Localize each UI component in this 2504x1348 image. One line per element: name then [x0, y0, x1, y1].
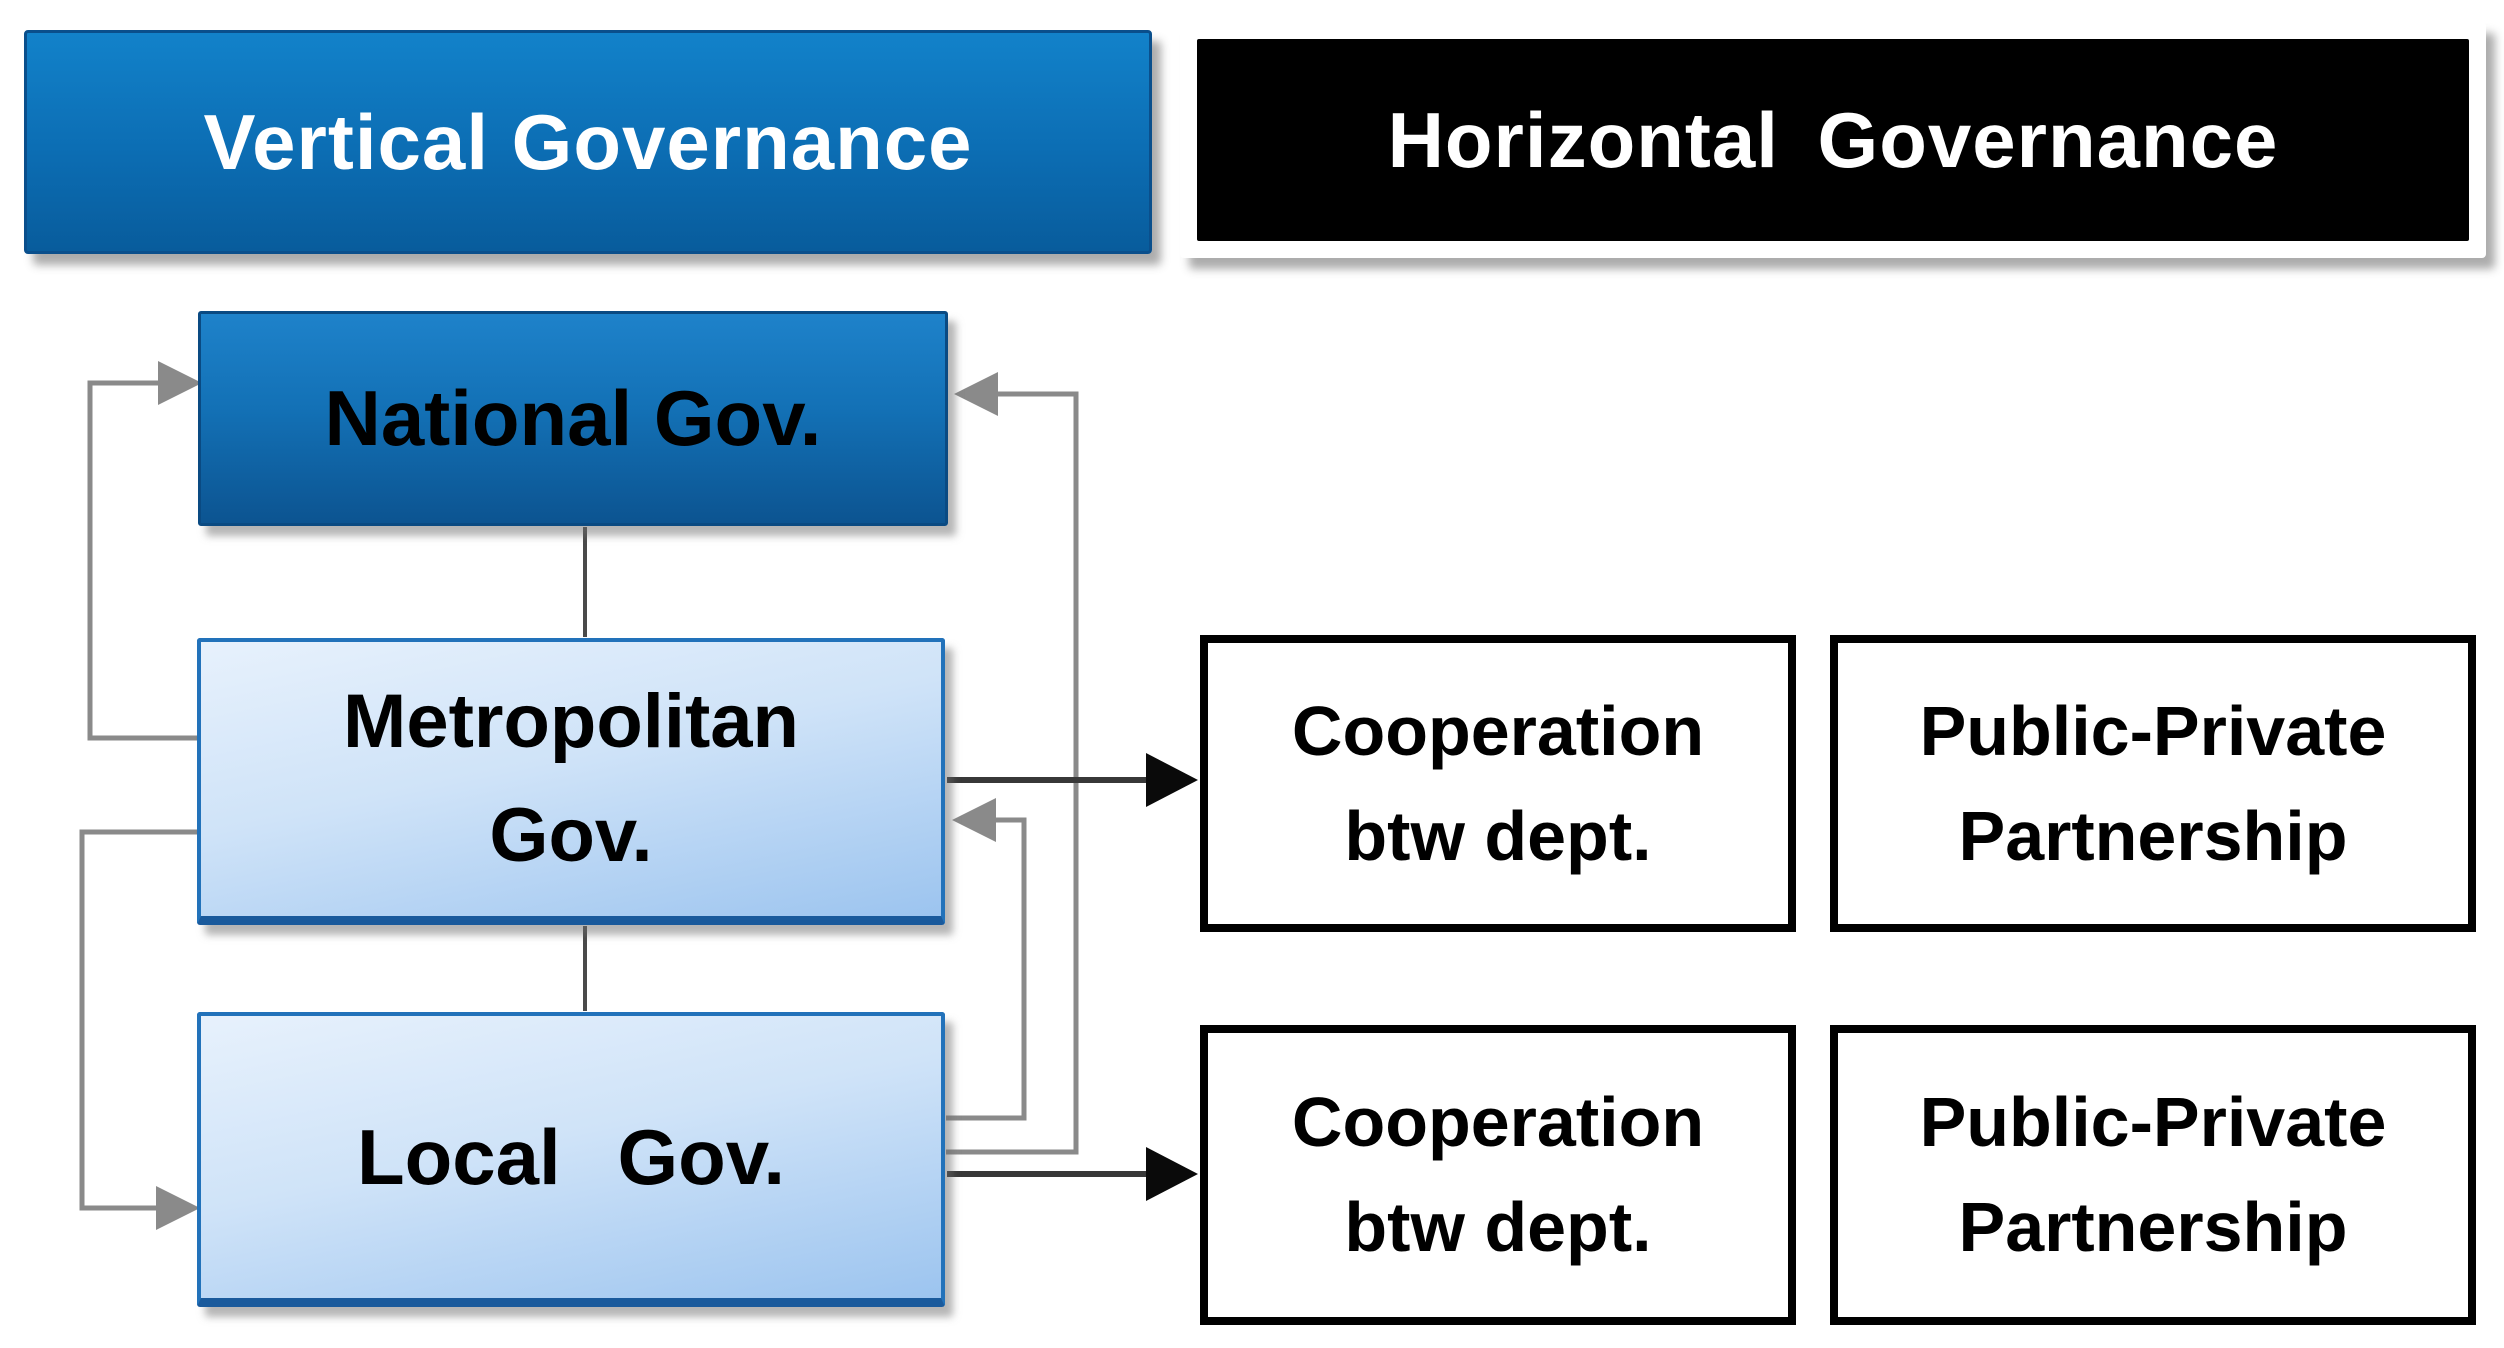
arrow-local-to-metro-line — [946, 817, 1027, 1121]
cooperation-label-line1: Cooperation — [1291, 691, 1705, 770]
local-gov-label: Local Gov. — [356, 1112, 786, 1201]
public-private-box-metropolitan: Public-Private Partnership — [1830, 635, 2476, 932]
horizontal-governance-title: Horizontal Governance — [1387, 95, 2279, 184]
local-gov-box: Local Gov. — [197, 1012, 945, 1307]
horizontal-governance-header: Horizontal Governance — [1197, 39, 2469, 241]
cooperation-label-line2: btw dept. — [1344, 796, 1652, 875]
ppp-label-line2: Partnership — [1958, 1188, 2348, 1266]
arrow-local-to-metro-head — [952, 798, 996, 842]
national-gov-box: National Gov. — [198, 311, 948, 526]
ppp-label-line1: Public-Private — [1919, 691, 2387, 770]
arrow-local-to-cooperation-head — [1146, 1147, 1198, 1201]
arrow-local-to-national-line — [946, 391, 1079, 1155]
cooperation-box-metropolitan: Cooperation btw dept. — [1200, 635, 1796, 932]
cooperation-label-line2: btw dept. — [1344, 1188, 1652, 1266]
ppp-label-line1: Public-Private — [1919, 1083, 2387, 1161]
vertical-governance-header: Vertical Governance — [24, 30, 1152, 254]
arrow-local-to-national-head — [954, 372, 998, 416]
metropolitan-gov-box: Metropolitan Gov. — [197, 638, 945, 925]
ppp-label-line2: Partnership — [1958, 796, 2348, 875]
arrow-metro-to-national-line — [87, 380, 200, 741]
metropolitan-gov-label-line2: Gov. — [489, 793, 653, 878]
arrow-metro-to-local-head — [156, 1186, 200, 1230]
national-gov-label: National Gov. — [324, 374, 822, 462]
cooperation-box-local: Cooperation btw dept. — [1200, 1025, 1796, 1325]
horizontal-governance-frame: Horizontal Governance — [1180, 22, 2486, 258]
vertical-governance-title: Vertical Governance — [203, 97, 973, 186]
public-private-box-local: Public-Private Partnership — [1830, 1025, 2476, 1325]
arrow-metro-to-local-line — [79, 829, 200, 1211]
cooperation-label-line1: Cooperation — [1291, 1083, 1705, 1161]
metropolitan-gov-label-line1: Metropolitan — [343, 679, 799, 764]
arrow-metro-to-national-head — [158, 361, 202, 405]
arrow-metro-to-cooperation-head — [1146, 753, 1198, 807]
